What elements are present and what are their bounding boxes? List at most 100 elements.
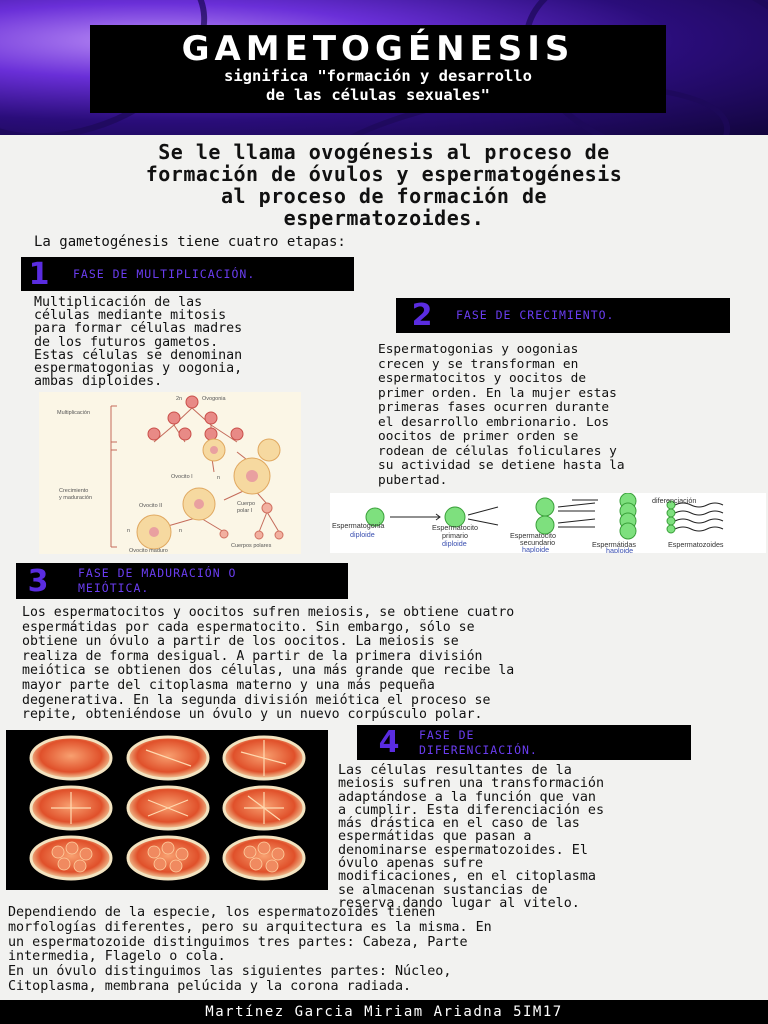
phase-label-line: MEIÓTICA. <box>78 581 150 595</box>
diagram-label: Espermatocito <box>432 523 478 532</box>
text-line: intermedia, Flagelo o cola. <box>8 949 226 965</box>
text-line: células mediante mitosis <box>34 308 227 324</box>
phase-number: 1 <box>28 256 50 292</box>
text-line: adaptándose a la función que van <box>338 789 596 805</box>
ovogenesis-svg: 2n Ovogonia Multiplicación Crecimiento y… <box>57 395 284 554</box>
text-line: pubertad. <box>378 472 448 488</box>
text-line: En un óvulo distinguimos las siguientes … <box>8 964 452 980</box>
phase-2-banner: 2 FASE DE CRECIMIENTO. <box>396 298 730 333</box>
diagram-label: Crecimiento <box>59 488 88 494</box>
headline: Se le llama ovogénesis al proceso de for… <box>20 141 748 229</box>
phase-label: FASE DE MULTIPLICACIÓN. <box>73 266 256 281</box>
diagram-label: Ovocito I <box>171 474 193 480</box>
diagram-label: Cuerpos polares <box>231 543 272 549</box>
page-subtitle: significa "formación y desarrollo de las… <box>100 67 656 105</box>
diagram-label: Ovogonia <box>202 396 226 402</box>
phase-label-line: FASE DE <box>419 727 475 742</box>
phase-3-banner: 3 FASE DE MADURACIÓN O MEIÓTICA. <box>16 563 348 599</box>
diagram-label: Multiplicación <box>57 410 90 416</box>
phase-number: 4 <box>378 725 400 760</box>
text-line: meiosis sufren una transformación <box>338 776 605 792</box>
spermatogenesis-svg: Espermatogonia diploide Espermatocito pr… <box>332 493 724 553</box>
text-line: un espermatozoide distinguimos tres part… <box>8 934 468 950</box>
title-box: GAMETOGÉNESIS significa "formación y des… <box>90 25 666 113</box>
text-line: para formar células madres <box>34 321 243 337</box>
diagram-label: Espermatozoides <box>668 540 724 549</box>
subtitle-line: de las células sexuales" <box>266 86 490 104</box>
phase-4-text: Las células resultantes de la meiosis su… <box>338 763 763 911</box>
text-line: obtiene un óvulo a partir de los oocitos… <box>22 634 459 650</box>
text-line: oocitos de primer orden se <box>378 429 579 444</box>
text-line: espermatogonias y oogonia, <box>34 361 243 377</box>
headline-line: espermatozoides. <box>283 206 485 230</box>
phase-number: 2 <box>411 298 433 333</box>
diagram-label: primario <box>442 531 468 540</box>
embryo-cells-svg <box>29 735 306 881</box>
diagram-label: n <box>179 528 182 534</box>
diagram-label: haploide <box>606 546 633 553</box>
diagram-label: n <box>127 528 130 534</box>
text-line: rodean de células foliculares y <box>378 443 617 459</box>
text-line: degenerativa. En la segunda división mei… <box>22 692 491 708</box>
text-line: modificaciones, en el citoplasma <box>338 869 596 885</box>
intro-text: La gametogénesis tiene cuatro etapas: <box>34 234 346 250</box>
diagram-label: Ovocito II <box>139 503 163 509</box>
text-line: primeras fases ocurren durante <box>378 400 610 415</box>
text-line: espermátidas que pasan a <box>338 829 532 845</box>
text-line: Multiplicación de las <box>34 295 203 310</box>
phase-1-text: Multiplicación de las células mediante m… <box>34 295 364 390</box>
embryo-cells-image <box>6 730 328 890</box>
diagram-label: Espermatogonia <box>332 521 384 530</box>
diagram-label: Espermátidas <box>592 540 636 549</box>
text-line: primer orden. En la mujer estas <box>378 385 617 401</box>
diagram-label: y maduración <box>59 495 92 501</box>
phase-label-line: DIFERENCIACIÓN. <box>419 742 538 757</box>
phase-2-text: Espermatogonias y oogonias crecen y se t… <box>378 342 758 488</box>
text-line: el desarrollo embrionario. Los <box>378 414 610 430</box>
phase-label: FASE DE DIFERENCIACIÓN. <box>419 728 538 758</box>
text-line: realiza de forma desigual. A partir de l… <box>22 648 483 664</box>
phase-label-line: FASE DE MADURACIÓN O <box>78 566 237 580</box>
text-line: morfologías diferentes, pero su arquitec… <box>8 919 492 935</box>
text-line: meiótica se obtienen dos células, una má… <box>22 663 515 679</box>
text-line: espermatocitos y oocitos de <box>378 371 587 386</box>
diagram-label: Cuerpo <box>237 501 255 507</box>
diagram-label: secundario <box>520 538 555 547</box>
text-line: su actividad se detiene hasta la <box>378 458 625 473</box>
phase-3-text: Los espermatocitos y oocitos sufren meio… <box>22 605 762 723</box>
spermatogenesis-diagram: Espermatogonia diploide Espermatocito pr… <box>330 493 766 553</box>
diagram-label: diferenciación <box>652 496 696 505</box>
text-line: Las células resultantes de la <box>338 763 572 778</box>
footer-author: Martínez Garcia Miriam Ariadna 5IM17 <box>0 1000 768 1024</box>
diagram-label: Ovocito maduro <box>129 548 168 554</box>
text-line: Los espermatocitos y oocitos sufren meio… <box>22 605 515 620</box>
text-line: crecen y se transforman en <box>378 356 579 372</box>
phase-label: FASE DE CRECIMIENTO. <box>456 308 615 322</box>
text-line: denominarse espermatozoides. El <box>338 842 588 858</box>
diagram-label: diploide <box>350 530 375 539</box>
text-line: Citoplasma, membrana pelúcida y la coron… <box>8 978 412 994</box>
diagram-label: 2n <box>176 396 182 402</box>
phase-4-banner: 4 FASE DE DIFERENCIACIÓN. <box>357 725 691 760</box>
text-line: Dependiendo de la especie, los espermato… <box>8 905 436 920</box>
diagram-label: n <box>217 475 220 481</box>
text-line: más drástica en el caso de las <box>338 816 580 832</box>
diagram-label: haploide <box>522 545 549 553</box>
page-title: GAMETOGÉNESIS <box>181 29 575 69</box>
headline-line: Se le llama ovogénesis al proceso de <box>158 140 610 164</box>
text-line: Estas células se denominan <box>34 347 243 363</box>
diagram-label: diploide <box>442 539 467 548</box>
text-line: ambas diploides. <box>34 374 163 390</box>
text-line: reserva dando lugar al vitelo. <box>338 895 580 911</box>
diagram-label: Espermatocito <box>510 531 556 540</box>
text-line: mayor parte del citoplasma materno y una… <box>22 677 435 693</box>
header-banner: GAMETOGÉNESIS significa "formación y des… <box>0 0 768 135</box>
text-line: a cumplir. Esta diferenciación es <box>338 802 605 818</box>
text-line: Espermatogonias y oogonias <box>378 342 579 357</box>
headline-line: formación de óvulos y espermatogénesis <box>145 162 623 186</box>
headline-line: al proceso de formación de <box>220 184 548 208</box>
phase-number: 3 <box>27 563 49 599</box>
text-line: óvulo apenas sufre <box>338 856 484 872</box>
subtitle-line: significa "formación y desarrollo <box>224 67 532 85</box>
diagram-label: polar I <box>237 508 253 514</box>
